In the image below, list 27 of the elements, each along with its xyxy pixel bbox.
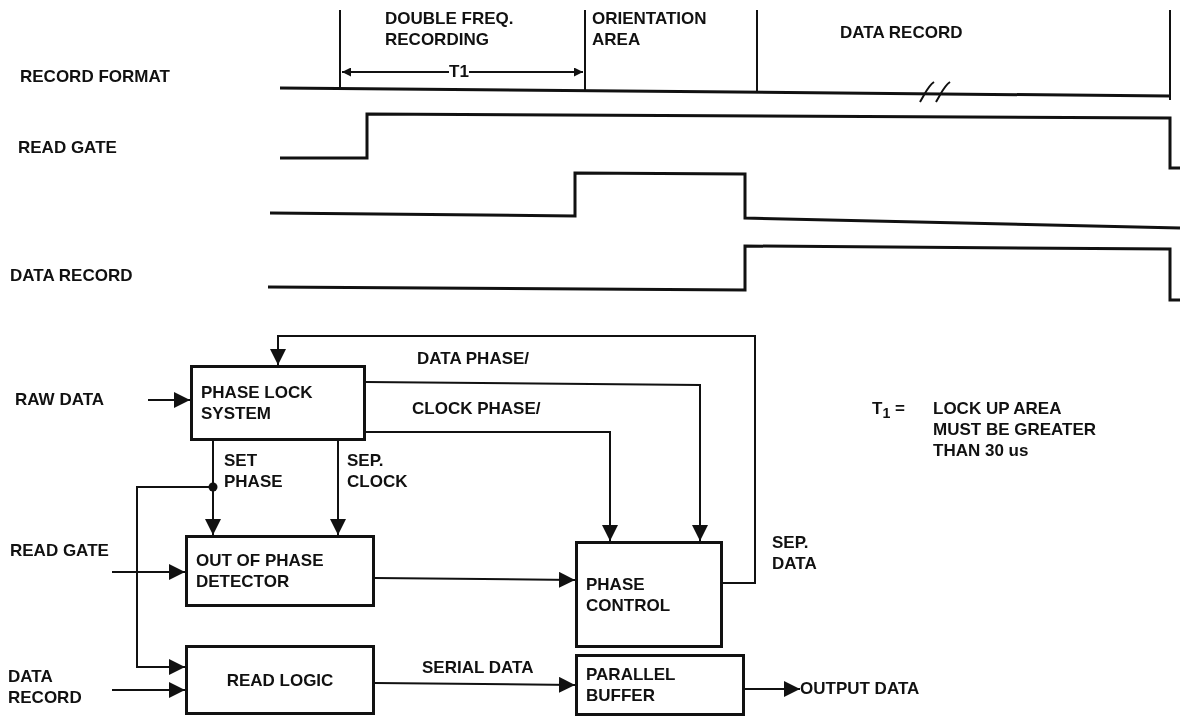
arrow: [111, 564, 186, 580]
arrow: [147, 392, 191, 408]
note-text: T$_{1}$ =: [872, 398, 905, 424]
signal-label: RAW DATA: [15, 389, 148, 411]
arrow: [744, 681, 801, 697]
process-box: OUT OF PHASE DETECTOR: [185, 535, 375, 607]
arrow: [270, 335, 756, 584]
arrow: [330, 440, 346, 536]
process-box: PARALLEL BUFFER: [575, 654, 745, 716]
signal-label: DATA RECORD: [10, 265, 133, 286]
arrow: [374, 571, 576, 588]
note-text: LOCK UP AREA MUST BE GREATER THAN 30 us: [933, 398, 1098, 461]
region-label: DOUBLE FREQ. RECORDING: [385, 8, 515, 50]
region-label: DATA RECORD: [840, 22, 963, 43]
arrow: [365, 381, 708, 542]
process-box: PHASE CONTROL: [575, 541, 723, 648]
process-box: READ LOGIC: [185, 645, 375, 715]
region-label: ORIENTATION AREA: [592, 8, 708, 50]
signal-label: OUTPUT DATA: [800, 678, 950, 700]
signal-label: DATA RECORD: [8, 666, 112, 710]
arrow: [374, 676, 576, 693]
arrow: [111, 682, 186, 698]
signal-label: RECORD FORMAT: [20, 66, 170, 87]
signal-label: READ GATE: [18, 137, 117, 158]
process-box: PHASE LOCK SYSTEM: [190, 365, 366, 441]
signal-label: READ GATE: [10, 540, 112, 584]
arrow: [365, 431, 618, 542]
